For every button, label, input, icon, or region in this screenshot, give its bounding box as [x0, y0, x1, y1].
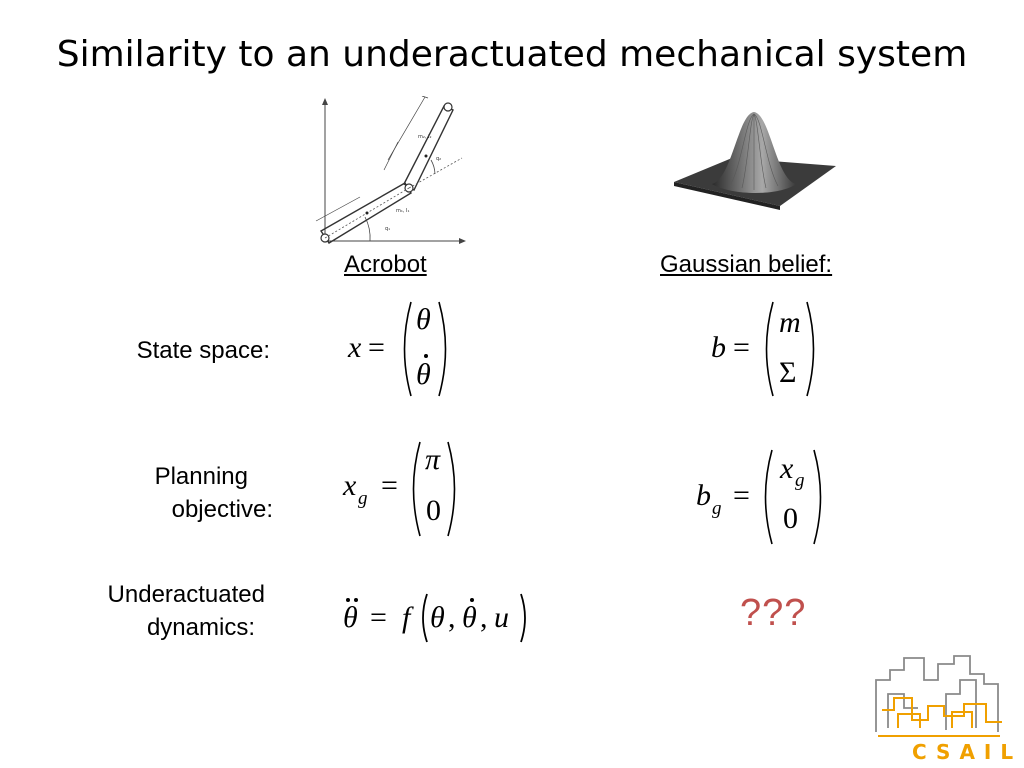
equals-sign: =: [733, 479, 750, 512]
csail-logo-text: CSAIL: [912, 740, 1023, 764]
b-variable: b: [711, 331, 726, 364]
u-arg: u: [494, 601, 509, 634]
dynamics-label-line2: dynamics:: [146, 614, 255, 641]
sigma-entry: Σ: [779, 356, 797, 389]
planning-label-line1: Planning: [154, 463, 248, 490]
unknown-dynamics-placeholder: ???: [740, 592, 807, 634]
acrobot-label-m2: m₂, I₂: [418, 134, 432, 140]
equals-sign: =: [733, 331, 750, 364]
matrix-parentheses: [412, 441, 456, 537]
planning-label-line2: objective:: [171, 496, 273, 523]
equals-sign: =: [368, 331, 385, 364]
gaussian-surface-plot: [674, 112, 836, 210]
matrix-parentheses: [765, 301, 815, 397]
theta-ddot: θ: [343, 601, 358, 634]
zero-entry: 0: [783, 502, 798, 535]
goal-subscript: g: [795, 470, 805, 491]
x-entry: x: [780, 452, 794, 485]
pi-entry: π: [425, 443, 441, 476]
acrobot-diagram: m₂, I₂ m₁, I₁ q₁ q₂: [315, 96, 466, 244]
acrobot-label-q1: q₁: [385, 226, 390, 232]
equals-sign: =: [381, 469, 398, 502]
goal-subscript: g: [358, 488, 368, 509]
goal-subscript: g: [712, 498, 722, 519]
m-entry: m: [779, 306, 801, 339]
function-parentheses: [422, 593, 526, 643]
comma: ,: [480, 601, 488, 634]
ddot-marker-left: [346, 598, 350, 602]
acrobot-label-m1: m₁, I₁: [396, 208, 410, 214]
theta-dot-arg: θ: [462, 601, 477, 634]
matrix-parentheses: [403, 301, 447, 397]
matrix-parentheses: [764, 449, 822, 545]
theta-dot-entry: θ: [416, 358, 431, 391]
slide-title: Similarity to an underactuated mechanica…: [56, 34, 968, 75]
theta-entry: θ: [416, 303, 431, 336]
x-variable: x: [343, 469, 357, 502]
comma: ,: [448, 601, 456, 634]
gaussian-belief-header: Gaussian belief:: [660, 251, 833, 278]
f-function: f: [402, 601, 411, 634]
theta-arg: θ: [430, 601, 445, 634]
zero-entry: 0: [426, 494, 441, 527]
ddot-marker-right: [354, 598, 358, 602]
x-variable: x: [348, 331, 362, 364]
dynamics-label-line1: Underactuated: [107, 581, 265, 608]
theta-dot-marker: [424, 354, 428, 358]
b-variable: b: [696, 479, 711, 512]
theta-dot-arg-marker: [470, 598, 474, 602]
equals-sign: =: [370, 601, 387, 634]
acrobot-header: Acrobot: [344, 251, 427, 278]
state-space-label: State space:: [136, 337, 270, 364]
acrobot-label-q2: q₂: [436, 156, 441, 162]
csail-logo: [875, 655, 1002, 737]
